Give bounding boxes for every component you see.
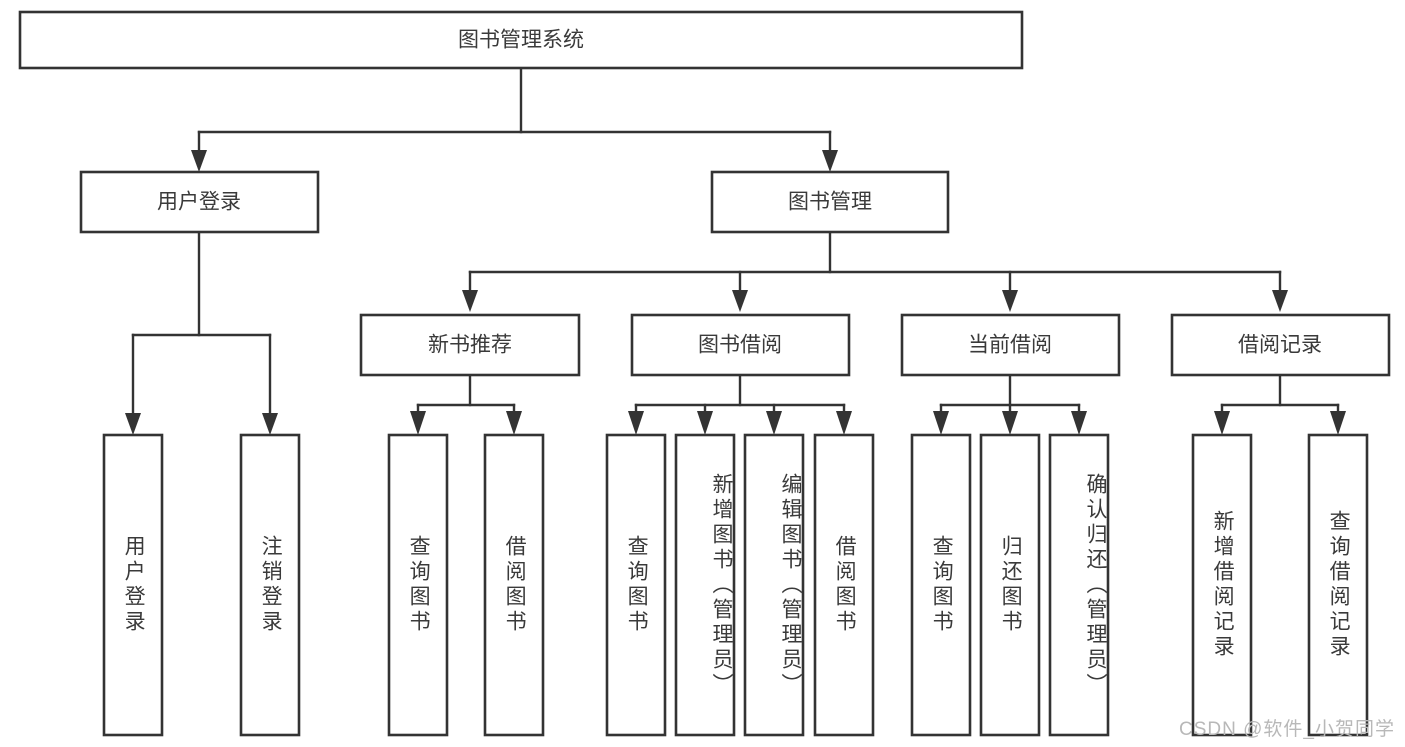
node-book-management-label: 图书管理: [788, 191, 872, 214]
arrow-borrow-leaf4: [836, 411, 852, 435]
node-book-borrow[interactable]: [630, 313, 851, 377]
node-root-label: 图书管理系统: [458, 29, 584, 52]
arrow-bookmgmt-to-c1: [462, 290, 478, 312]
node-borrow-record[interactable]: [1170, 313, 1391, 377]
leaf-book-borrow-3[interactable]: [743, 433, 805, 737]
leaf-new-book-1[interactable]: [387, 433, 449, 737]
node-current-borrow-label: 当前借阅: [968, 334, 1052, 357]
arrow-userlogin-leaf2: [262, 413, 278, 435]
leaf-borrow-record-1[interactable]: [1191, 433, 1253, 737]
arrow-bookmgmt-to-c3: [1002, 290, 1018, 312]
leaf-book-borrow-1[interactable]: [605, 433, 667, 737]
leaf-new-book-2[interactable]: [483, 433, 545, 737]
arrow-borrow-leaf3: [766, 411, 782, 435]
leaf-borrow-record-2[interactable]: [1307, 433, 1369, 737]
arrow-current-leaf1: [933, 411, 949, 435]
node-current-borrow[interactable]: [900, 313, 1121, 377]
node-layer: 图书管理系统 用户登录 图书管理 新书推荐 图书借阅 当前借阅 借阅记录: [18, 10, 1391, 737]
arrow-borrow-leaf1: [628, 411, 644, 435]
arrow-bookmgmt-to-c2: [732, 290, 748, 312]
leaf-book-borrow-2[interactable]: [674, 433, 736, 737]
arrow-current-leaf2: [1002, 411, 1018, 435]
node-book-borrow-label: 图书借阅: [698, 334, 782, 357]
leaf-user-login-2[interactable]: [239, 433, 301, 737]
arrow-newbook-leaf1: [410, 411, 426, 435]
node-user-login[interactable]: [79, 170, 320, 234]
node-new-book-recommend-label: 新书推荐: [428, 334, 512, 357]
leaf-book-borrow-4[interactable]: [813, 433, 875, 737]
node-borrow-record-label: 借阅记录: [1238, 334, 1322, 357]
arrow-root-to-bookmgmt: [822, 150, 838, 172]
arrow-userlogin-leaf1: [125, 413, 141, 435]
leaf-user-login-1[interactable]: [102, 433, 164, 737]
arrow-root-to-userlogin: [191, 150, 207, 172]
leaf-current-borrow-1[interactable]: [910, 433, 972, 737]
csdn-watermark: CSDN @软件_小贺同学: [1179, 719, 1395, 740]
arrow-record-leaf2: [1330, 411, 1346, 435]
node-user-login-label: 用户登录: [157, 191, 241, 214]
arrow-current-leaf3: [1071, 411, 1087, 435]
node-new-book-recommend[interactable]: [359, 313, 581, 377]
connector-layer: [125, 66, 1346, 435]
node-root[interactable]: [18, 10, 1024, 70]
arrow-bookmgmt-to-c4: [1272, 290, 1288, 312]
node-book-management[interactable]: [710, 170, 950, 234]
leaf-current-borrow-3[interactable]: [1048, 433, 1110, 737]
arrow-newbook-leaf2: [506, 411, 522, 435]
arrow-borrow-leaf2: [697, 411, 713, 435]
leaf-current-borrow-2[interactable]: [979, 433, 1041, 737]
arrow-record-leaf1: [1214, 411, 1230, 435]
